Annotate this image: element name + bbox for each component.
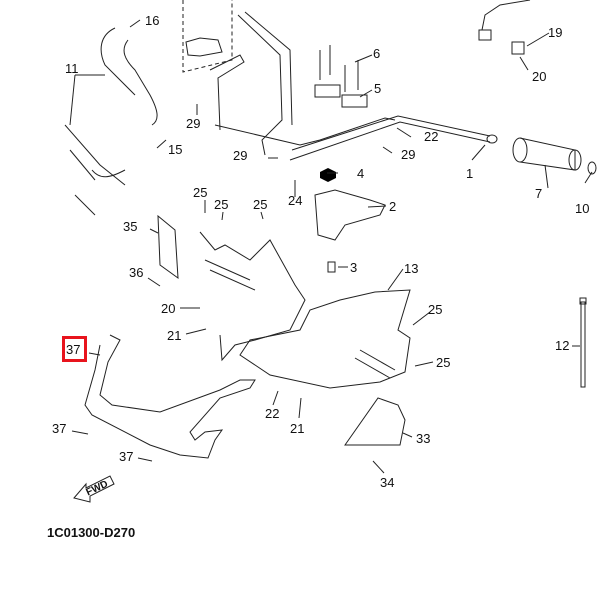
callout-22[interactable]: 22 bbox=[424, 129, 439, 144]
callout-25[interactable]: 25 bbox=[214, 197, 229, 212]
callout-12[interactable]: 12 bbox=[555, 338, 570, 353]
callout-10[interactable]: 10 bbox=[575, 201, 590, 216]
callout-32[interactable]: 33 bbox=[416, 431, 431, 446]
callout-29[interactable]: 29 bbox=[233, 148, 248, 163]
callout-37[interactable]: 37 bbox=[52, 421, 67, 436]
callout-16[interactable]: 20 bbox=[532, 69, 547, 84]
callout-25[interactable]: 25 bbox=[428, 302, 443, 317]
callout-13[interactable]: 15 bbox=[168, 142, 183, 157]
callout-1[interactable]: 1 bbox=[466, 166, 474, 181]
callout-3[interactable]: 3 bbox=[350, 260, 358, 275]
cable-tie bbox=[579, 297, 587, 388]
callout-6[interactable]: 6 bbox=[373, 46, 381, 61]
front-cowl bbox=[199, 231, 306, 362]
bracket-detail-dashed bbox=[182, 0, 233, 73]
callout-34[interactable]: 35 bbox=[123, 219, 138, 234]
bracket-2 bbox=[314, 168, 386, 273]
callout-36[interactable]: 37 bbox=[66, 342, 81, 357]
callout-21[interactable]: 22 bbox=[265, 406, 280, 421]
callout-29[interactable]: 29 bbox=[186, 116, 201, 131]
callout-29[interactable]: 29 bbox=[401, 147, 416, 162]
callout-35[interactable]: 36 bbox=[129, 265, 144, 280]
callout-11[interactable]: 11 bbox=[65, 61, 79, 76]
callout-4[interactable]: 4 bbox=[357, 166, 365, 181]
callout-22[interactable]: 24 bbox=[288, 193, 303, 208]
callout-20[interactable]: 21 bbox=[290, 421, 305, 436]
callout-20[interactable]: 20 bbox=[161, 301, 176, 316]
callout-24[interactable]: 25 bbox=[193, 185, 208, 200]
callout-5[interactable]: 5 bbox=[374, 81, 382, 96]
highlight-box bbox=[62, 336, 87, 362]
handlebar-frame bbox=[209, 11, 498, 161]
callout-37[interactable]: 37 bbox=[119, 449, 134, 464]
inner-panel bbox=[239, 289, 411, 389]
side-panel-34 bbox=[157, 214, 179, 280]
callout-25[interactable]: 25 bbox=[436, 355, 451, 370]
leader-lines bbox=[71, 19, 593, 474]
throttle-cables bbox=[64, 27, 158, 216]
callout-33[interactable]: 34 bbox=[380, 475, 395, 490]
side-panel-32 bbox=[344, 397, 406, 446]
mirror bbox=[478, 0, 531, 55]
callout-2[interactable]: 2 bbox=[389, 199, 397, 214]
holders-bolts bbox=[314, 45, 368, 108]
grip bbox=[512, 137, 597, 175]
fwd-arrow-icon bbox=[73, 475, 115, 503]
callout-19[interactable]: 13 bbox=[404, 261, 419, 276]
under-cowl bbox=[84, 334, 256, 459]
callout-7[interactable]: 7 bbox=[535, 186, 543, 201]
callout-25[interactable]: 25 bbox=[253, 197, 268, 212]
callout-21[interactable]: 21 bbox=[167, 328, 182, 343]
callout-14[interactable]: 16 bbox=[145, 13, 160, 28]
diagram-code: 1C01300-D270 bbox=[47, 525, 136, 540]
callout-15[interactable]: 19 bbox=[548, 25, 563, 40]
